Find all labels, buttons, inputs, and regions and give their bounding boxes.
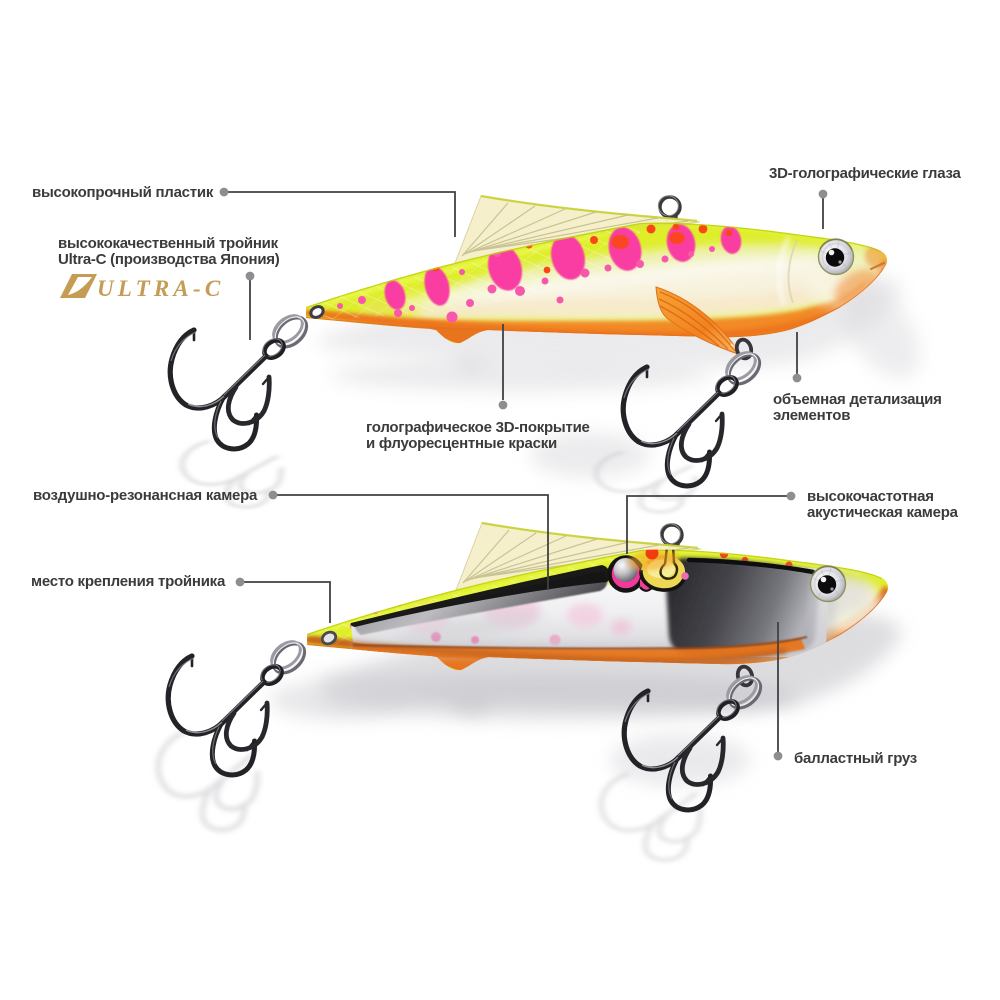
- svg-text:ULTRA-C: ULTRA-C: [97, 276, 224, 301]
